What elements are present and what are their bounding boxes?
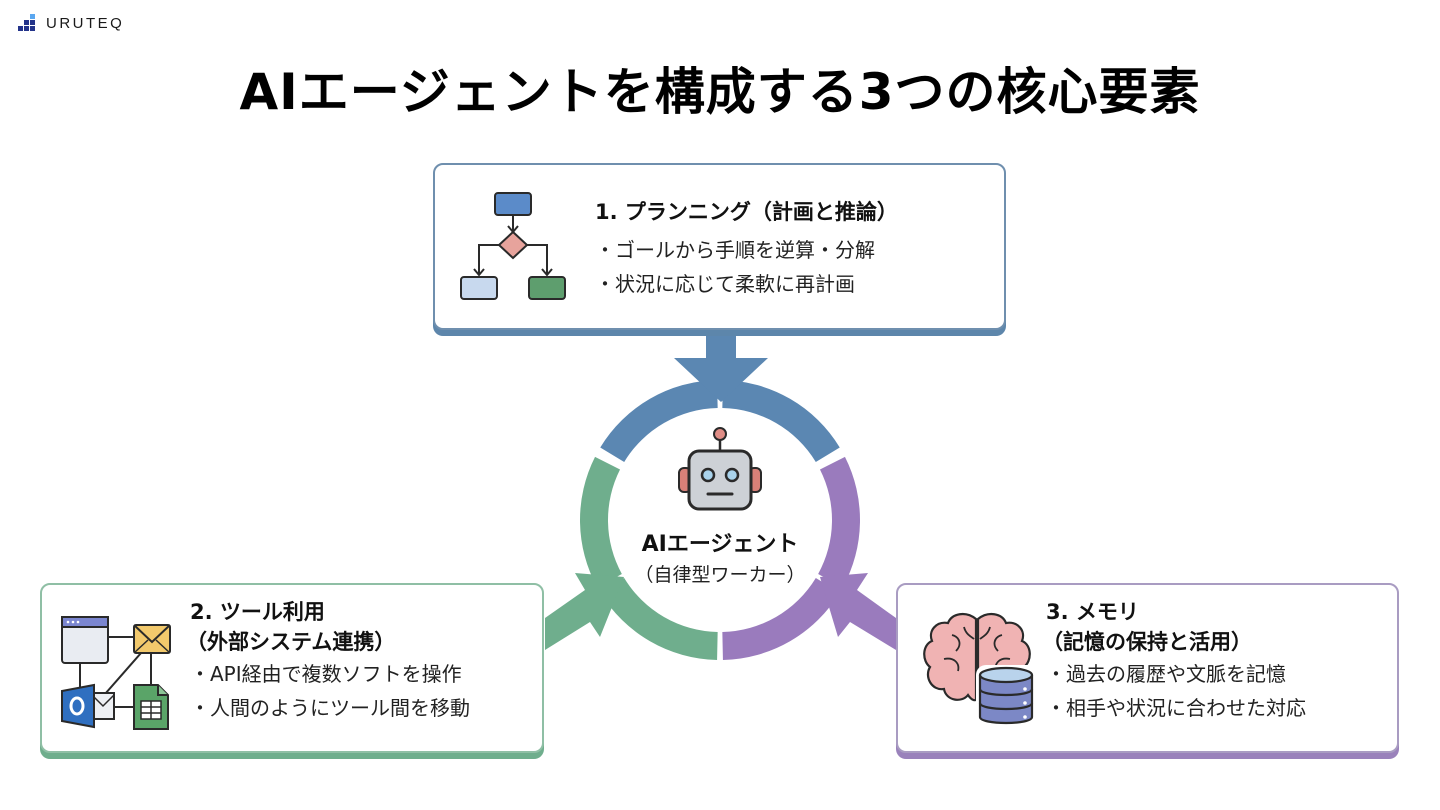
stacked-squares-logo-icon bbox=[18, 14, 38, 32]
core-subtitle: （自律型ワーカー） bbox=[634, 564, 806, 586]
connected-apps-icon bbox=[61, 616, 171, 730]
planning-bullet: 状況に応じて柔軟に再計画 bbox=[595, 267, 898, 301]
planning-arrow bbox=[674, 332, 768, 402]
memory-subheading: （記憶の保持と活用） bbox=[1042, 630, 1252, 654]
memory-ring-segment bbox=[722, 578, 840, 660]
planning-ring-segment bbox=[722, 380, 840, 462]
planning-heading: 1. プランニング（計画と推論） bbox=[595, 200, 898, 224]
tools-bullet: 人間のようにツール間を移動 bbox=[190, 691, 470, 725]
core-ring bbox=[579, 380, 861, 660]
memory-arrow bbox=[820, 573, 896, 650]
core-title: AIエージェント bbox=[641, 532, 799, 557]
brand-logo: URUTEQ bbox=[18, 14, 124, 32]
tools-bullet: API経由で複数ソフトを操作 bbox=[190, 657, 470, 691]
memory-ring-segment bbox=[818, 456, 861, 588]
memory-bullet: 過去の履歴や文脈を記憶 bbox=[1046, 657, 1306, 691]
tools-ring-segment bbox=[600, 578, 718, 660]
tools-heading: 2. ツール利用 bbox=[190, 600, 325, 624]
tools-subheading: （外部システム連携） bbox=[186, 630, 396, 654]
planning-ring-segment bbox=[600, 380, 718, 462]
tools-card: 2. ツール利用 （外部システム連携） API経由で複数ソフトを操作 人間のよう… bbox=[40, 583, 544, 753]
memory-bullet: 相手や状況に合わせた対応 bbox=[1046, 691, 1306, 725]
robot-icon bbox=[678, 427, 762, 511]
brain-database-icon bbox=[923, 613, 1042, 731]
page-title: AIエージェントを構成する3つの核心要素 bbox=[239, 63, 1201, 121]
brand-name: URUTEQ bbox=[46, 14, 125, 32]
memory-heading: 3. メモリ bbox=[1046, 600, 1139, 624]
planning-card: 1. プランニング（計画と推論） ゴールから手順を逆算・分解 状況に応じて柔軟に… bbox=[433, 163, 1006, 330]
planning-bullet: ゴールから手順を逆算・分解 bbox=[595, 233, 898, 267]
flowchart-icon bbox=[460, 192, 566, 300]
tools-ring-segment bbox=[579, 456, 622, 588]
tools-arrow bbox=[545, 573, 624, 650]
memory-card: 3. メモリ （記憶の保持と活用） 過去の履歴や文脈を記憶 相手や状況に合わせた… bbox=[896, 583, 1399, 753]
